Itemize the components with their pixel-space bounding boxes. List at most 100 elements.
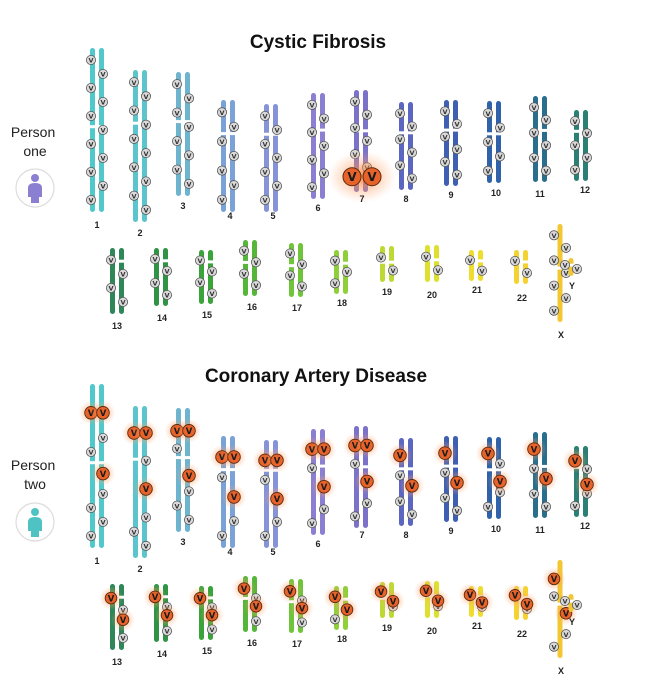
risk-variant-marker: V	[493, 474, 507, 489]
chromosome-20: VV	[420, 245, 443, 282]
risk-variant-marker: V	[270, 453, 284, 468]
benign-variant-marker: V	[98, 69, 109, 80]
person-one-label: Person one	[11, 124, 59, 159]
chromosome-label: 7	[359, 194, 364, 204]
benign-variant-marker: V	[118, 633, 129, 644]
benign-variant-marker: V	[216, 530, 227, 541]
benign-variant-marker: V	[183, 178, 194, 189]
benign-variant-marker: V	[406, 121, 417, 132]
benign-variant-marker: V	[432, 265, 443, 276]
chromosome-label: 4	[227, 547, 232, 557]
centromere	[333, 261, 349, 265]
benign-variant-marker: V	[161, 626, 172, 637]
chromatid	[496, 101, 501, 183]
chromosome-label: 19	[382, 623, 392, 633]
benign-variant-marker: V	[296, 281, 307, 292]
chromosome-label: 18	[337, 298, 347, 308]
benign-variant-marker: V	[128, 77, 139, 88]
benign-variant-marker: V	[118, 296, 129, 307]
benign-variant-marker: V	[140, 119, 151, 130]
centromere	[310, 464, 326, 468]
chromosome-label: 12	[580, 521, 590, 531]
benign-variant-marker: V	[171, 164, 182, 175]
centromere	[175, 120, 191, 124]
chromosome-label: 3	[180, 201, 185, 211]
centromere	[310, 128, 326, 132]
centromere	[443, 128, 459, 132]
risk-variant-marker: V	[450, 475, 464, 490]
benign-variant-marker: V	[194, 277, 205, 288]
benign-variant-marker: V	[259, 111, 270, 122]
chromosome-label: 1	[94, 220, 99, 230]
benign-variant-marker: V	[259, 474, 270, 485]
chromosome-21: VVV	[458, 583, 494, 617]
risk-variant-marker: V	[193, 592, 207, 605]
benign-variant-marker: V	[549, 591, 560, 602]
benign-variant-marker: V	[570, 500, 581, 511]
chromosome-label: 5	[270, 211, 275, 221]
benign-variant-marker: V	[86, 166, 97, 177]
benign-variant-marker: V	[171, 107, 182, 118]
benign-variant-marker: V	[549, 255, 560, 266]
risk-variant-marker: V	[481, 446, 495, 461]
risk-variant-marker: V	[104, 591, 118, 605]
benign-variant-marker: V	[306, 518, 317, 529]
chromatid	[568, 258, 574, 276]
benign-variant-marker: V	[140, 91, 151, 102]
benign-variant-marker: V	[250, 257, 261, 268]
benign-variant-marker: V	[420, 251, 431, 262]
benign-variant-marker: V	[106, 254, 117, 265]
benign-variant-marker: V	[106, 282, 117, 293]
risk-variant-marker: V	[539, 471, 553, 486]
benign-variant-marker: V	[349, 96, 360, 107]
benign-variant-marker: V	[86, 502, 97, 513]
chromosome-label: 14	[157, 649, 167, 659]
benign-variant-marker: V	[439, 492, 450, 503]
benign-variant-marker: V	[128, 162, 139, 173]
benign-variant-marker: V	[394, 160, 405, 171]
chromosome-18: VVV	[323, 585, 359, 630]
chromosome-label: 4	[227, 211, 232, 221]
risk-variant-marker: V	[580, 477, 594, 492]
person-two-icon	[15, 502, 55, 542]
benign-variant-marker: V	[128, 105, 139, 116]
risk-variant-marker: V	[386, 594, 400, 608]
chromosome-label: 7	[359, 530, 364, 540]
chromosome-label: 17	[292, 303, 302, 313]
benign-variant-marker: V	[582, 128, 593, 139]
chromosome-label: 21	[472, 621, 482, 631]
centromere	[175, 456, 191, 460]
benign-variant-marker: V	[451, 144, 462, 155]
centromere	[398, 131, 414, 135]
benign-variant-marker: V	[306, 127, 317, 138]
chromosome-22: VVV	[503, 583, 539, 620]
benign-variant-marker: V	[582, 152, 593, 163]
benign-variant-marker: V	[284, 248, 295, 259]
benign-variant-marker: V	[171, 500, 182, 511]
chromatid	[264, 104, 269, 212]
benign-variant-marker: V	[183, 150, 194, 161]
chromatid	[583, 110, 588, 181]
chromosome-label: 17	[292, 639, 302, 649]
benign-variant-marker: V	[549, 641, 560, 652]
centromere	[89, 125, 105, 129]
benign-variant-marker: V	[572, 263, 583, 274]
risk-variant-marker: V	[227, 450, 241, 464]
benign-variant-marker: V	[464, 255, 475, 266]
benign-variant-marker: V	[541, 165, 552, 176]
chromatid	[434, 245, 439, 282]
benign-variant-marker: V	[228, 180, 239, 191]
risk-variant-marker: V	[438, 446, 452, 460]
person-two-label-line2: two	[24, 476, 46, 492]
chromosome-label: 15	[202, 646, 212, 656]
